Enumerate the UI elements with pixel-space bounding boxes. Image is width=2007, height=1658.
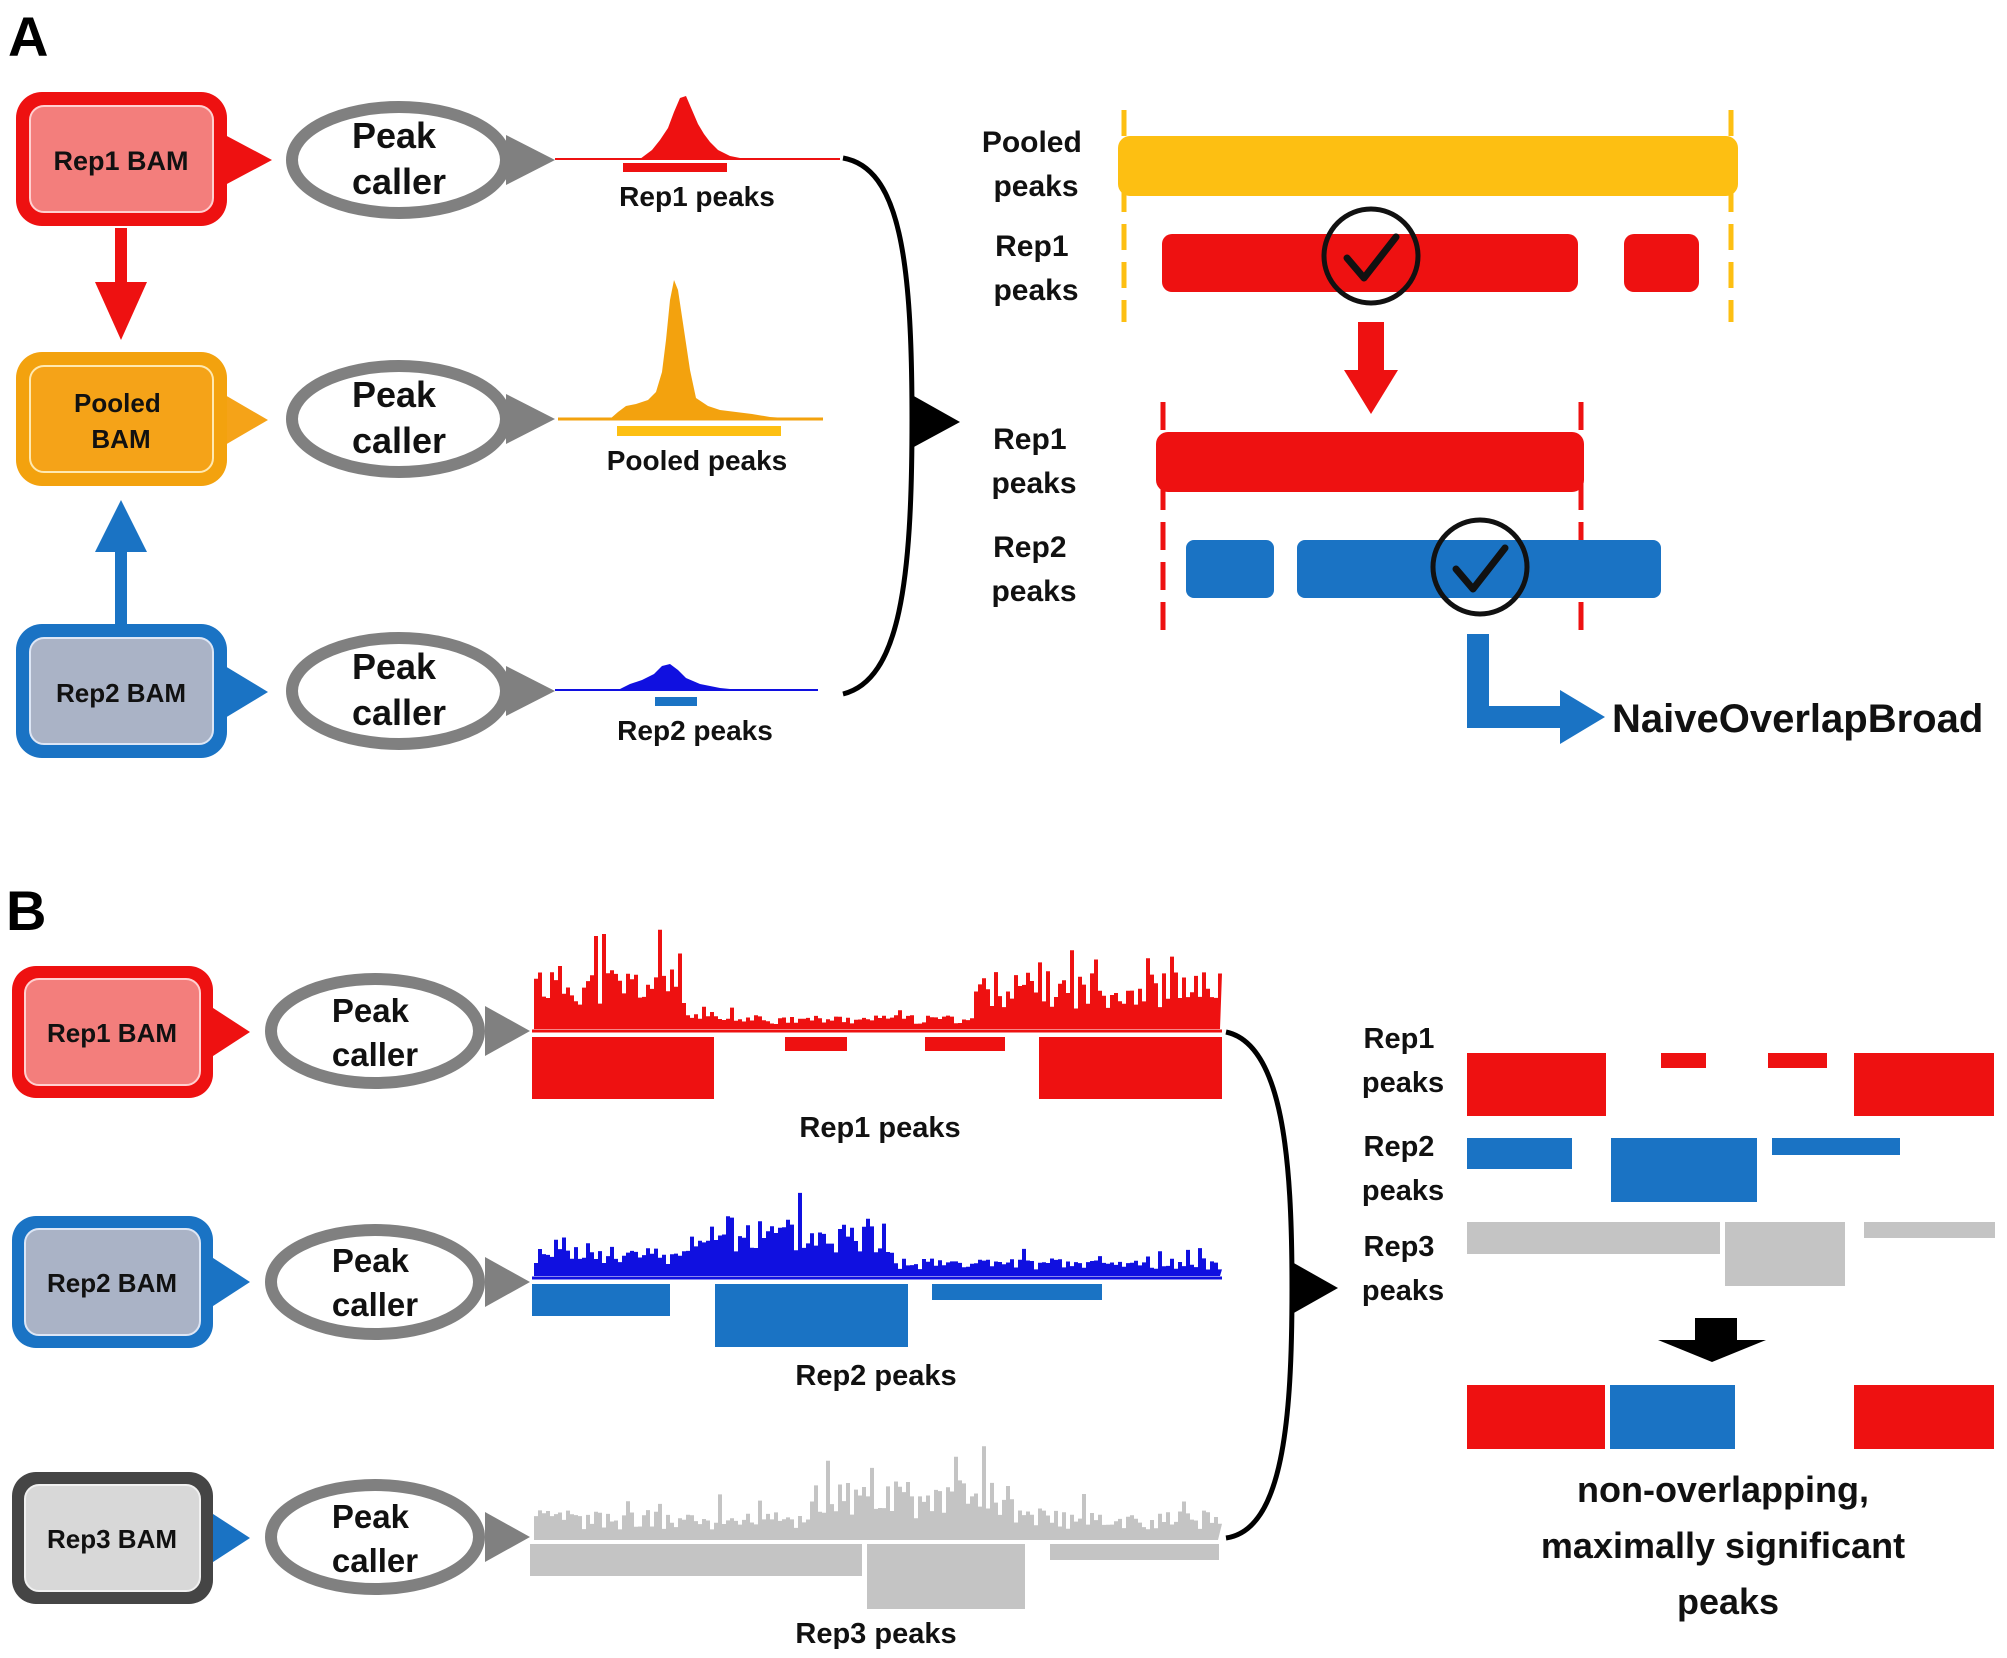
rep1-peak-b2 [785,1037,847,1051]
naive-overlap-broad-label: NaiveOverlapBroad [1612,697,1983,741]
result-description: non-overlapping, maximally significant p… [1541,1469,1915,1622]
svg-text:Peak caller: Peak caller [352,115,446,202]
rep2-bam-box: Rep2 BAM [16,624,268,758]
rep1-peak-b3 [925,1037,1005,1051]
pooled-peaks-label: Pooled peaks [607,445,788,476]
svg-text:Peak caller: Peak caller [332,992,418,1073]
merge-rep1-bar-2 [1661,1053,1706,1068]
pooled-bam-label: Pooled BAM [74,388,168,454]
merge-bracket-a [842,155,960,697]
merge-rep1-bar-3 [1768,1053,1827,1068]
rep1-broad-bar [1156,432,1584,492]
rep3-bam-label-b: Rep3 BAM [47,1524,177,1554]
rep2-peaks-label: Rep2 peaks [617,715,773,746]
rep2-peaks-title: Rep2 peaks [991,531,1076,608]
merge-bars [1467,1053,1995,1286]
rep2-to-pooled-arrow [95,500,147,624]
result-bar-rep1-left [1467,1385,1605,1449]
rep1-signal-track: Rep1 peaks [555,96,840,212]
peak-caller-3: Peak caller [286,632,555,750]
merge-rep2-bar-3 [1772,1138,1900,1155]
merge-rep1-bar-4 [1854,1053,1994,1116]
rep1-signal [534,929,1222,1029]
rep2-signal [534,1192,1222,1276]
rep2-signal-track-b: Rep2 peaks [532,1192,1222,1392]
svg-text:Peak caller: Peak caller [352,374,446,461]
rep1-peaks-label-b: Rep1 peaks [799,1112,960,1144]
peak-caller-1: Peak caller [286,101,555,219]
panel-b: B Rep1 BAM Rep2 BAM Rep3 BAM Peak c [6,879,1995,1650]
rep2-signal-track: Rep2 peaks [555,664,818,746]
rep1-bam-label: Rep1 BAM [53,146,188,176]
pooled-peaks-title: Pooled peaks [982,126,1090,203]
result-bar-rep1-right [1854,1385,1994,1449]
rep1-bam-box-b: Rep1 BAM [12,966,250,1098]
result-bars [1467,1385,1994,1449]
merge-label-rep1: Rep1 peaks [1362,1023,1444,1099]
pooled-bam-box: Pooled BAM [16,352,268,486]
panel-b-label: B [6,879,46,942]
merge-bracket-b [1225,1029,1338,1541]
rep2-bam-label: Rep2 BAM [56,678,186,708]
peak-caller-2: Peak caller [286,360,555,478]
rep1-peak-bar-2 [1624,234,1699,292]
peak-caller-b2: Peak caller [265,1224,530,1340]
merge-rep3-bar-1 [1467,1222,1720,1254]
rep2-peak-b2 [715,1284,908,1347]
svg-text:Peak caller: Peak caller [352,646,446,733]
down-arrow-red [1344,322,1398,414]
svg-text:Peak caller: Peak caller [332,1242,418,1323]
rep1-peak-b1 [532,1037,714,1099]
rep2-peaks-label-b: Rep2 peaks [795,1360,956,1392]
rep3-signal-track-b: Rep3 peaks [530,1446,1222,1650]
rep1-bam-box: Rep1 BAM [16,92,272,226]
peak-caller-b1: Peak caller [265,973,530,1089]
rep2-bam-box-b: Rep2 BAM [12,1216,250,1348]
merge-label-rep2: Rep2 peaks [1362,1131,1444,1207]
pooled-peak-bar [1118,136,1738,196]
rep3-bam-box-b: Rep3 BAM [12,1472,250,1604]
rep1-vs-rep2: Rep1 peaks Rep2 peaks [991,402,1661,632]
rep1-peaks-label: Rep1 peaks [619,181,775,212]
merge-rep2-bar-2 [1611,1138,1757,1202]
merge-label-rep3: Rep3 peaks [1362,1231,1444,1307]
rep2-peak-bar-2 [1297,540,1661,598]
down-arrow-black [1658,1318,1766,1362]
result-bar-rep2 [1610,1385,1735,1449]
rep2-bam-label-b: Rep2 BAM [47,1268,177,1298]
rep1-to-pooled-arrow [95,228,147,340]
rep3-peaks-label-b: Rep3 peaks [795,1618,956,1650]
rep2-peak-b3 [932,1284,1102,1300]
peak-caller-b3: Peak caller [265,1479,530,1595]
rep3-peak-b3 [1050,1544,1219,1560]
rep1-peak-b4 [1039,1037,1222,1099]
rep2-peak-bar-1 [1186,540,1274,598]
rep3-peak-b1 [530,1544,862,1576]
panel-a: A Rep1 BAM Pooled BAM [8,5,1983,758]
svg-text:Peak caller: Peak caller [332,1498,418,1579]
rep1-bam-label-b: Rep1 BAM [47,1018,177,1048]
merge-rep2-bar-1 [1467,1138,1572,1169]
rep1-signal-track-b: Rep1 peaks [532,929,1222,1144]
rep1-peaks-title-bottom: Rep1 peaks [991,423,1076,500]
check-icon [1321,206,1421,306]
rep3-peak-b2 [867,1544,1025,1609]
rep3-signal [534,1446,1222,1540]
pooled-vs-rep1: Pooled peaks Rep1 peaks [982,110,1738,322]
merge-rep1-bar-1 [1467,1053,1606,1116]
merge-rep3-bar-3 [1864,1222,1995,1238]
pooled-signal-track: Pooled peaks [558,280,823,476]
rep1-peak-bar-1 [1162,234,1578,292]
check-icon-2 [1430,517,1530,617]
merge-rep3-bar-2 [1725,1222,1845,1286]
panel-a-label: A [8,5,48,68]
result-arrow-a [1467,634,1605,744]
rep1-peaks-title-top: Rep1 peaks [993,230,1078,307]
rep2-peak-b1 [532,1284,670,1316]
